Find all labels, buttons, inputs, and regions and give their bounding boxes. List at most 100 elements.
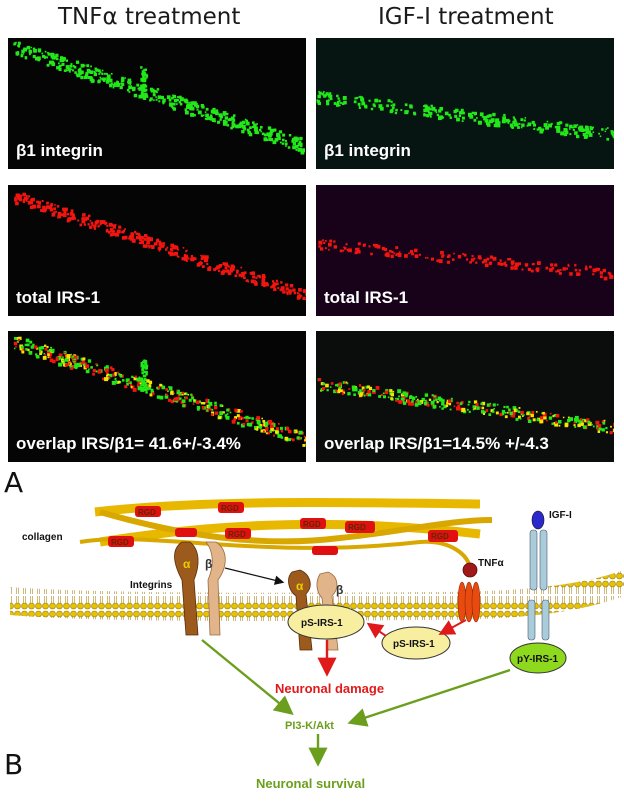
fluorescence-speck — [105, 365, 109, 369]
fluorescence-speck — [72, 65, 75, 67]
micrograph-igf-overlap: overlap IRS/β1=14.5% +/-4.3 — [316, 331, 614, 462]
fluorescence-speck — [284, 436, 289, 441]
fluorescence-speck — [169, 251, 174, 255]
fluorescence-speck — [166, 246, 169, 249]
fluorescence-speck — [20, 347, 25, 352]
fluorescence-speck — [86, 64, 90, 68]
fluorescence-speck — [130, 385, 135, 390]
fluorescence-speck — [93, 72, 97, 77]
fluorescence-speck — [256, 416, 261, 420]
fluorescence-speck — [214, 120, 216, 123]
beta-label: β — [336, 583, 343, 597]
fluorescence-speck — [400, 109, 403, 111]
fluorescence-speck — [182, 247, 185, 249]
fluorescence-speck — [37, 204, 41, 209]
fluorescence-speck — [60, 213, 64, 217]
fluorescence-speck — [151, 245, 155, 249]
fluorescence-speck — [134, 231, 137, 234]
fluorescence-speck — [66, 219, 70, 223]
fluorescence-speck — [245, 119, 248, 123]
fluorescence-speck — [40, 209, 44, 212]
fluorescence-speck — [216, 110, 218, 113]
fluorescence-speck — [193, 101, 197, 106]
fluorescence-speck — [260, 130, 262, 133]
fluorescence-speck — [452, 258, 455, 261]
fluorescence-speck — [105, 80, 110, 84]
fluorescence-speck — [527, 417, 530, 421]
fluorescence-speck — [122, 379, 125, 382]
fluorescence-speck — [365, 393, 368, 396]
fluorescence-speck — [136, 384, 140, 388]
fluorescence-speck — [483, 258, 488, 263]
fluorescence-speck — [155, 239, 160, 243]
fluorescence-speck — [563, 128, 568, 133]
fluorescence-speck — [145, 242, 148, 245]
fluorescence-speck — [357, 391, 362, 395]
fluorescence-speck — [538, 126, 542, 131]
fluorescence-speck — [516, 409, 519, 412]
fluorescence-speck — [139, 378, 143, 382]
fluorescence-speck — [46, 345, 49, 349]
fluorescence-speck — [101, 77, 105, 81]
fluorescence-speck — [143, 68, 146, 72]
fluorescence-speck — [265, 432, 268, 435]
fluorescence-speck — [605, 427, 608, 430]
fluorescence-speck — [176, 96, 179, 99]
fluorescence-speck — [586, 418, 590, 422]
fluorescence-speck — [92, 369, 96, 373]
fluorescence-speck — [119, 85, 123, 90]
fluorescence-speck — [252, 275, 255, 279]
fluorescence-speck — [564, 422, 569, 427]
fluorescence-speck — [19, 195, 21, 197]
tnf-label: TNFα — [478, 558, 504, 569]
fluorescence-speck — [326, 389, 329, 392]
fluorescence-speck — [80, 70, 84, 75]
fluorescence-speck — [318, 91, 322, 95]
fluorescence-speck — [55, 356, 59, 361]
fluorescence-speck — [51, 53, 55, 58]
fluorescence-speck — [490, 118, 495, 123]
fluorescence-speck — [504, 264, 508, 267]
fluorescence-speck — [26, 197, 29, 200]
fluorescence-speck — [441, 402, 445, 406]
fluorescence-speck — [179, 102, 183, 106]
fluorescence-speck — [138, 236, 141, 239]
fluorescence-speck — [333, 245, 337, 249]
fluorescence-speck — [395, 108, 398, 112]
fluorescence-speck — [353, 387, 358, 392]
fluorescence-speck — [41, 200, 44, 202]
fluorescence-speck — [273, 434, 275, 437]
fluorescence-speck — [173, 98, 178, 103]
fluorescence-speck — [21, 49, 25, 54]
fluorescence-speck — [176, 389, 180, 393]
fluorescence-speck — [510, 266, 514, 270]
fluorescence-speck — [141, 368, 145, 371]
fluorescence-speck — [105, 229, 109, 233]
micrograph-tnf-overlap: overlap IRS/β1= 41.6+/-3.4% — [8, 331, 306, 462]
fluorescence-speck — [587, 420, 591, 424]
fluorescence-speck — [412, 396, 415, 399]
fluorescence-speck — [473, 400, 478, 404]
fluorescence-speck — [487, 121, 490, 124]
fluorescence-speck — [492, 410, 495, 413]
fluorescence-speck — [288, 292, 292, 295]
fluorescence-speck — [575, 421, 578, 424]
fluorescence-speck — [249, 271, 253, 275]
fluorescence-speck — [26, 343, 30, 347]
fluorescence-speck — [89, 77, 94, 82]
fluorescence-speck — [241, 123, 244, 125]
fluorescence-speck — [110, 82, 113, 85]
fluorescence-speck — [447, 254, 451, 258]
fluorescence-speck — [175, 397, 180, 401]
fluorescence-speck — [370, 252, 373, 256]
collagen-label: collagen — [22, 532, 63, 543]
fluorescence-speck — [143, 71, 146, 75]
fluorescence-speck — [34, 345, 38, 349]
fluorescence-speck — [288, 134, 292, 137]
fluorescence-speck — [140, 236, 144, 240]
fluorescence-speck — [67, 67, 71, 71]
fluorescence-speck — [357, 242, 361, 246]
fluorescence-speck — [149, 97, 153, 101]
fluorescence-speck — [169, 386, 173, 390]
fluorescence-speck — [178, 95, 182, 99]
